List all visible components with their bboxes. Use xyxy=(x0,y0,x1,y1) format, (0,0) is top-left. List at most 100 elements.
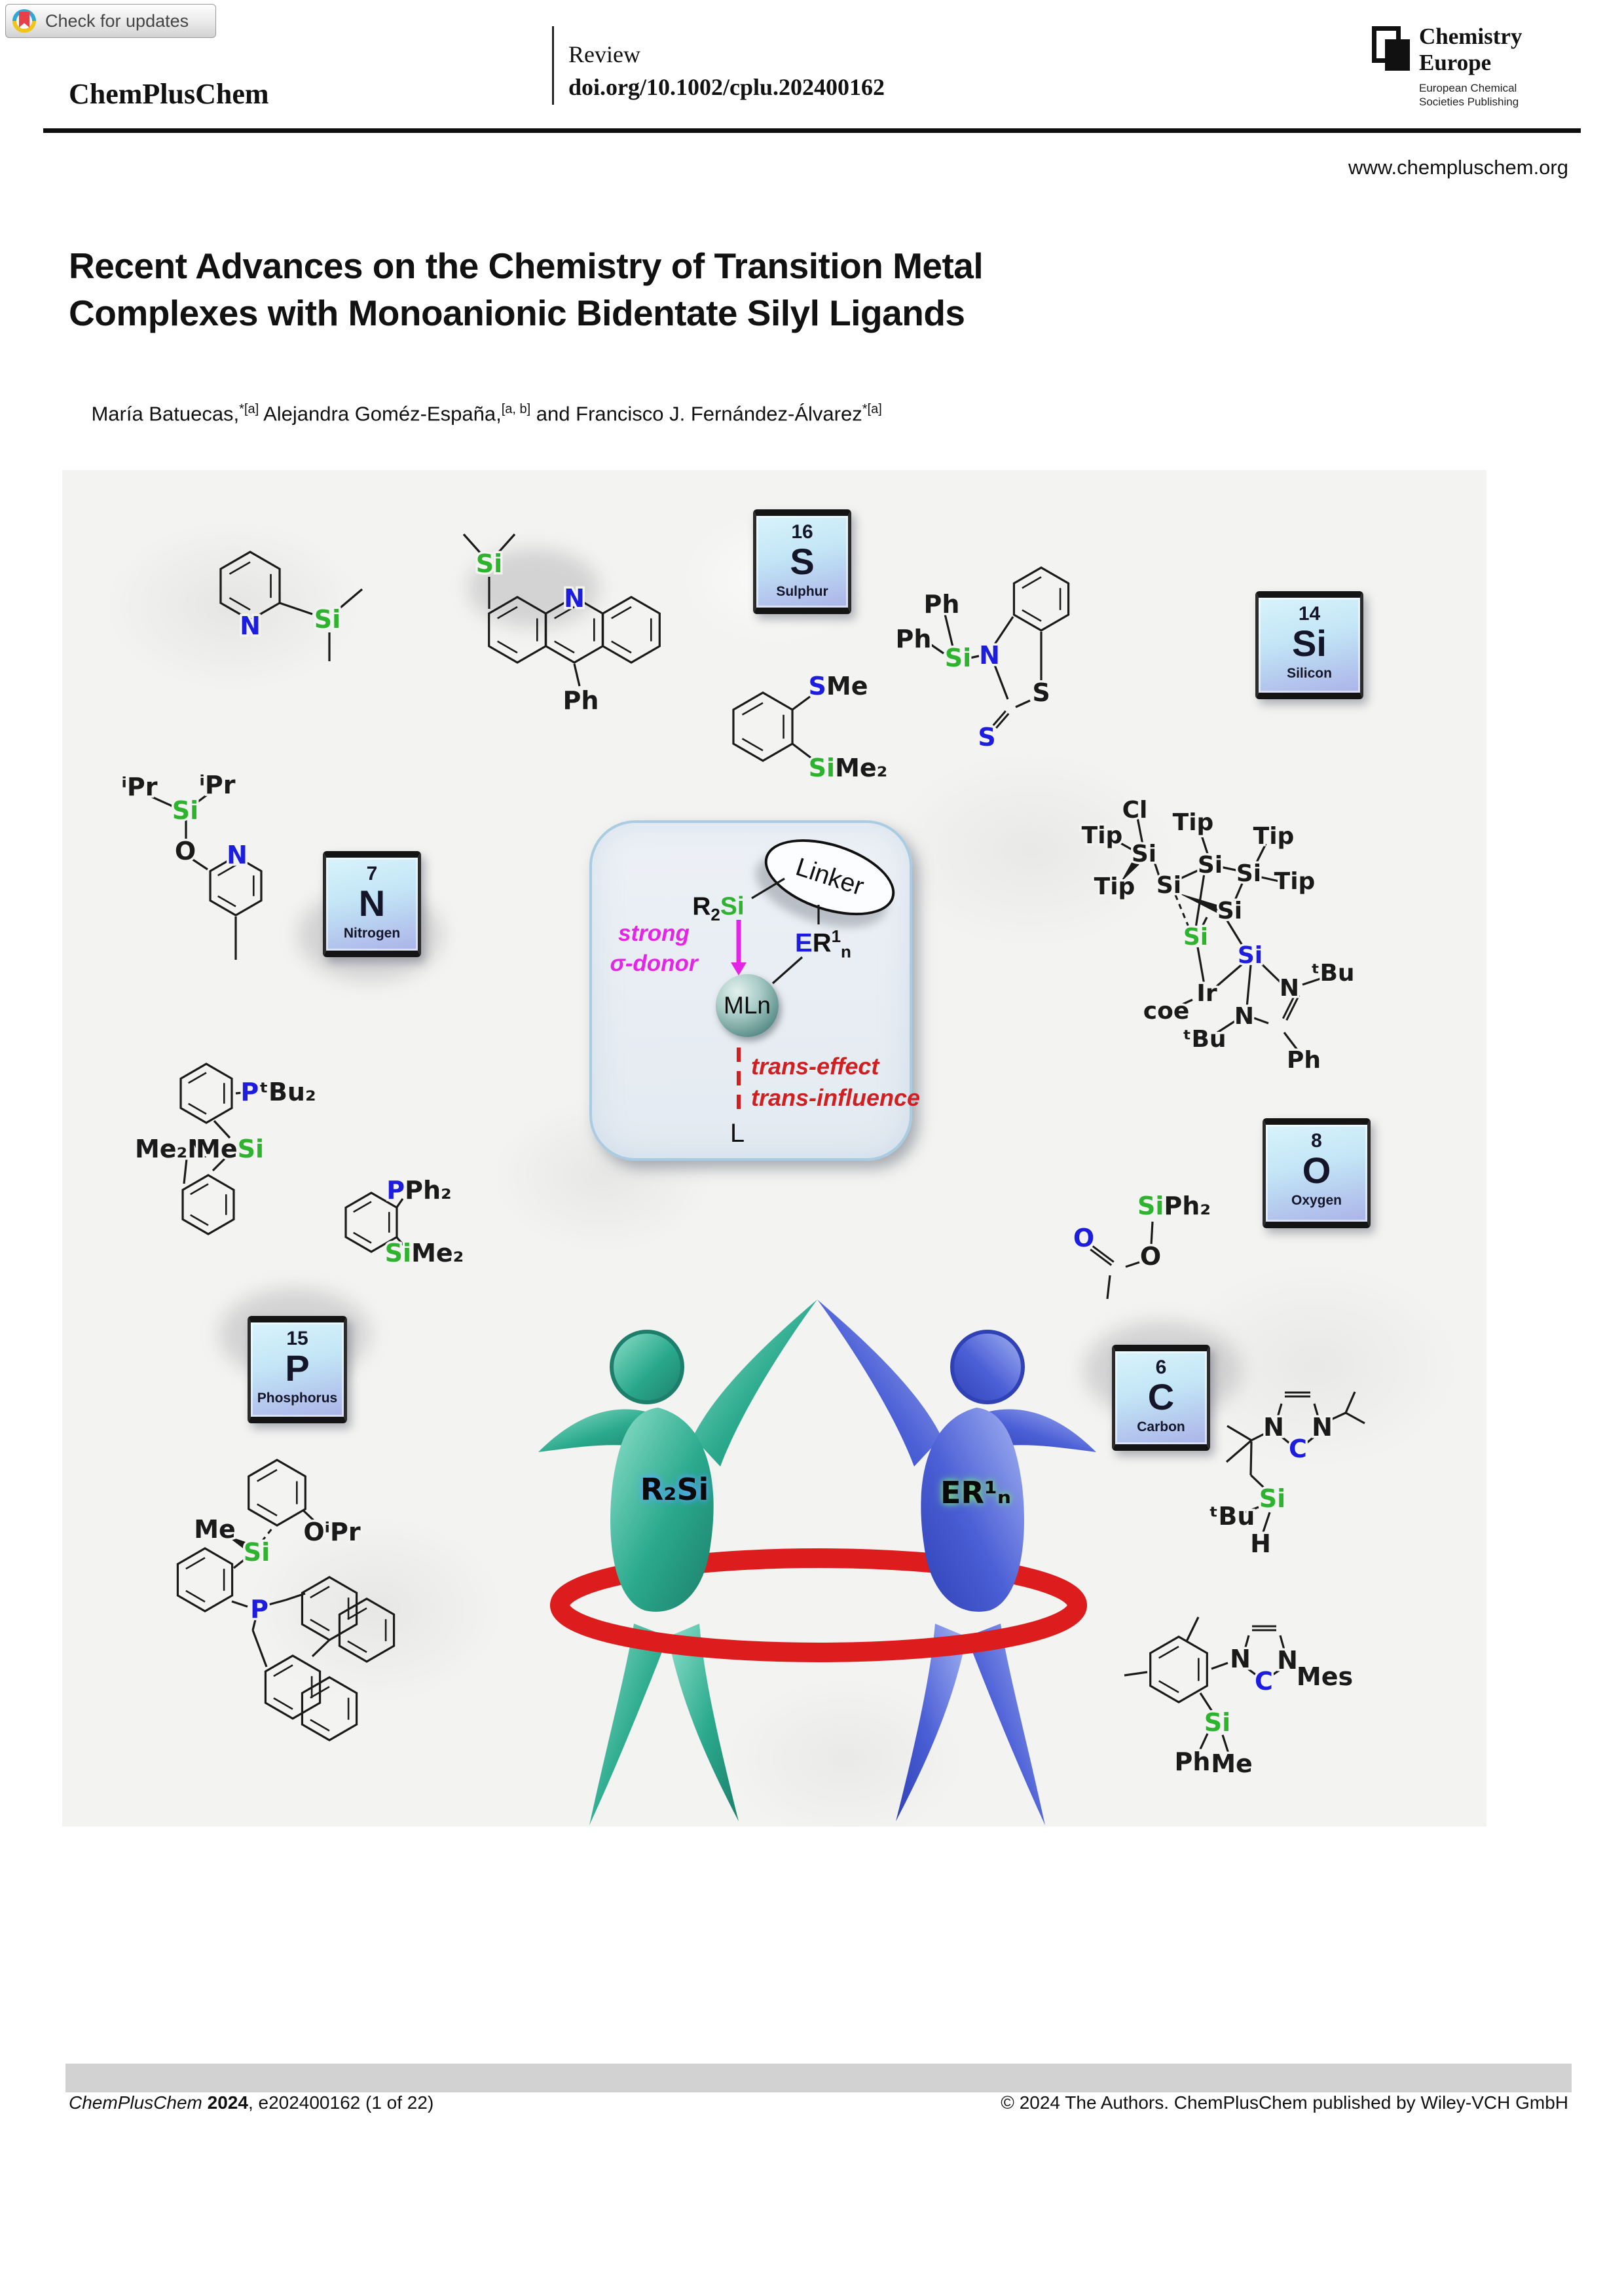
svg-text:ᵗBu: ᵗBu xyxy=(1310,960,1354,987)
doi-text: doi.org/10.1002/cplu.202400162 xyxy=(568,74,885,100)
svg-text:ⁱPr: ⁱPr xyxy=(200,771,236,799)
svg-text:Ph: Ph xyxy=(1175,1747,1211,1776)
svg-text:Si: Si xyxy=(476,549,502,578)
svg-text:N: N xyxy=(240,611,261,640)
svg-text:H: H xyxy=(1250,1529,1271,1558)
svg-text:MeSi: MeSi xyxy=(196,1135,264,1163)
svg-text:Mes: Mes xyxy=(1297,1662,1353,1691)
svg-text:SiMe₂: SiMe₂ xyxy=(385,1239,464,1267)
svg-text:Si: Si xyxy=(314,605,341,634)
logo-filled-square-icon xyxy=(1385,39,1410,71)
svg-text:C: C xyxy=(1255,1667,1273,1696)
footer-citation: ChemPlusChem 2024, e202400162 (1 of 22) xyxy=(69,2092,434,2113)
svg-text:Si: Si xyxy=(1259,1484,1285,1513)
check-for-updates-badge[interactable]: Check for updates xyxy=(5,4,216,38)
svg-text:Si: Si xyxy=(1198,852,1223,879)
svg-text:Si: Si xyxy=(1236,860,1261,887)
svg-text:ᵗBu: ᵗBu xyxy=(1182,1026,1226,1053)
publisher-sub2: Societies Publishing xyxy=(1419,96,1519,108)
svg-text:P: P xyxy=(250,1595,268,1624)
svg-text:O: O xyxy=(1140,1242,1161,1271)
svg-text:SMe: SMe xyxy=(809,672,868,701)
svg-text:N: N xyxy=(979,641,1000,670)
svg-text:N: N xyxy=(227,841,248,869)
svg-text:N: N xyxy=(1280,975,1299,1002)
red-ring-back xyxy=(550,1548,1087,1615)
svg-text:Ph: Ph xyxy=(924,590,960,619)
pyridyl-dimethylsilane: N Si xyxy=(219,551,363,661)
svg-text:Me: Me xyxy=(1211,1749,1253,1778)
svg-text:Tip: Tip xyxy=(1253,823,1295,850)
svg-text:Tip: Tip xyxy=(1173,809,1214,836)
author-line: María Batuecas,*[a] Alejandra Goméz-Espa… xyxy=(91,402,882,426)
svg-text:SiPh₂: SiPh₂ xyxy=(1137,1192,1211,1220)
svg-text:C: C xyxy=(1289,1434,1307,1463)
phosphino-silyl-benzene: PPh₂ SiMe₂ xyxy=(344,1174,466,1270)
svg-text:Cl: Cl xyxy=(1122,797,1148,824)
svg-text:N: N xyxy=(1263,1413,1284,1442)
svg-text:Si: Si xyxy=(172,796,198,825)
article-type-block: Review doi.org/10.1002/cplu.202400162 xyxy=(568,41,885,101)
figure-label-er1n: ER¹ₙ xyxy=(940,1475,1011,1510)
svg-text:PPh₂: PPh₂ xyxy=(386,1176,451,1205)
svg-text:S: S xyxy=(1032,678,1050,707)
svg-text:N: N xyxy=(1277,1646,1298,1675)
svg-text:Tip: Tip xyxy=(1274,868,1316,895)
svg-text:Me₂N: Me₂N xyxy=(135,1135,208,1163)
svg-text:Tip: Tip xyxy=(1094,873,1135,900)
badge-label: Check for updates xyxy=(45,10,189,31)
svg-text:O: O xyxy=(175,837,196,866)
article-title: Recent Advances on the Chemistry of Tran… xyxy=(69,246,984,333)
journal-website[interactable]: www.chempluschem.org xyxy=(1348,156,1568,179)
svg-text:N: N xyxy=(1230,1645,1251,1673)
svg-text:Si: Si xyxy=(1204,1708,1230,1737)
silyl-donor-figures xyxy=(538,1300,1096,1825)
crossmark-icon xyxy=(12,9,36,33)
figure-label-r2si: R₂Si xyxy=(640,1472,709,1507)
svg-text:Tip: Tip xyxy=(1082,822,1123,849)
svg-text:coe: coe xyxy=(1143,998,1190,1025)
svg-text:Si: Si xyxy=(1238,942,1263,969)
publisher-sub1: European Chemical xyxy=(1419,82,1517,94)
r2si-label: R2Si xyxy=(692,892,745,924)
footer-bar xyxy=(65,2064,1572,2092)
header-divider xyxy=(552,26,554,105)
svg-text:Si: Si xyxy=(1183,924,1208,951)
svg-text:Me: Me xyxy=(194,1515,236,1544)
ligand-L-label: L xyxy=(729,1119,745,1148)
svg-text:Si: Si xyxy=(1156,872,1181,899)
svg-text:Ir: Ir xyxy=(1196,980,1217,1007)
svg-text:PᵗBu₂: PᵗBu₂ xyxy=(240,1078,316,1106)
svg-text:OⁱPr: OⁱPr xyxy=(303,1518,360,1546)
journal-name: ChemPlusChem xyxy=(69,78,269,110)
publisher-line1: Chemistry xyxy=(1419,24,1522,49)
er1n-label: ER1n xyxy=(795,926,851,962)
svg-text:ᵗBu: ᵗBu xyxy=(1209,1502,1255,1531)
metal-center-sphere: MLn xyxy=(716,974,779,1037)
red-ring-front xyxy=(550,1595,1087,1662)
svg-text:Ph: Ph xyxy=(1287,1047,1321,1074)
author-1: María Batuecas, xyxy=(91,402,240,426)
publisher-line2: Europe xyxy=(1419,50,1492,75)
svg-text:Ph: Ph xyxy=(896,625,932,653)
svg-text:ⁱPr: ⁱPr xyxy=(122,773,158,801)
